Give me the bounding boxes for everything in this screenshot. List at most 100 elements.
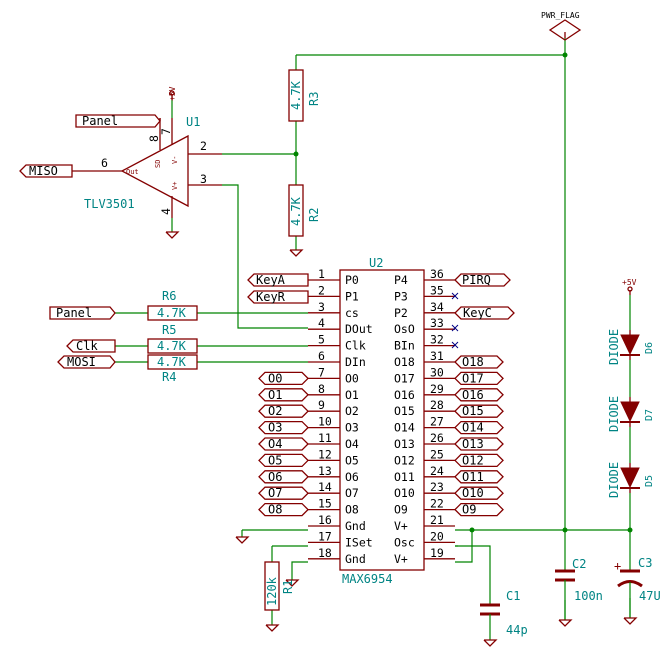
u2-pin-name-left: O6 (345, 470, 359, 484)
resistor-r2: 4.7K R2 (288, 184, 321, 237)
bidir-net-label (258, 404, 309, 418)
u2-pin-number-right: 28 (430, 398, 444, 412)
u1-pin6: 6 (101, 156, 108, 170)
ground-pin18 (285, 579, 300, 587)
bidir-net-label (258, 453, 309, 468)
u2-pin-number-left: 9 (318, 398, 325, 412)
u2-pin-number-left: 13 (318, 464, 332, 478)
u2-pin-number-right: 27 (430, 415, 444, 429)
u2-pin-number-left: 7 (318, 365, 325, 379)
u2-pin-name-left: ISet (345, 535, 373, 549)
u2-pin-name-left: DIn (345, 355, 366, 369)
pirq-text: PIRQ (462, 273, 491, 287)
panel-2-text: Panel (56, 306, 92, 320)
u1-pin3: 3 (200, 172, 207, 186)
u2-pin-number-left: 11 (318, 431, 332, 445)
c3-value: 47U (639, 589, 661, 603)
u2-pin-number-left: 6 (318, 349, 325, 363)
bidir-net-label (454, 404, 504, 418)
u1-value: TLV3501 (84, 197, 135, 211)
diode-value: DIODE (607, 462, 621, 498)
bidir-net-label-text: O9 (462, 503, 476, 517)
bidir-net-label (454, 437, 504, 451)
r6-ref: R6 (162, 289, 176, 303)
bidir-net-label (258, 371, 309, 386)
capacitor-c3: + C3 47U (614, 556, 661, 625)
u2-pin-name-right: Osc (394, 535, 415, 549)
u2-pin-name-right: O10 (394, 486, 415, 500)
r3-ref: R3 (307, 92, 321, 106)
bidir-net-label-text: O7 (268, 486, 282, 500)
net-label-pirq: PIRQ (454, 273, 511, 287)
bidir-net-label (454, 502, 504, 517)
diode-value: DIODE (607, 396, 621, 432)
bidir-net-label (454, 355, 504, 369)
bidir-net-label-text: O13 (462, 437, 484, 451)
u2-pin-name-right: O18 (394, 355, 415, 369)
clk-text: Clk (76, 339, 98, 353)
u2-pin-number-right: 24 (430, 464, 444, 478)
ground-r2 (289, 249, 304, 257)
u1-pin-sd: SD (154, 160, 162, 168)
u2-pin-number-left: 15 (318, 497, 332, 511)
bidir-net-label (258, 470, 309, 484)
u2-pin-number-right: 22 (430, 497, 444, 511)
bidir-net-label (454, 388, 504, 402)
net-label-panel-2: Panel (49, 306, 116, 320)
u2-pin-number-right: 30 (430, 365, 444, 379)
u2-pin-name-left: P1 (345, 289, 359, 303)
c1-value: 44p (506, 623, 528, 637)
u1-pin8: 8 (147, 135, 161, 142)
u2-pin-number-left: 2 (318, 283, 325, 297)
u2-right-pins: 36P435P334P233OsO32BIn31O1830O1729O1628O… (394, 267, 455, 566)
u2-pin-name-left: DOut (345, 322, 373, 336)
u2-pin-number-right: 31 (430, 349, 444, 363)
svg-text:+: + (614, 559, 621, 573)
r4-ref: R4 (162, 370, 176, 384)
bidir-net-label-text: O6 (268, 470, 282, 484)
u1-pin4: 4 (159, 208, 173, 215)
keya-text: KeyA (256, 273, 286, 287)
r2-value: 4.7K (289, 196, 303, 226)
u2-pin-name-right: O15 (394, 404, 415, 418)
resistor-r3: 4.7K R3 (288, 69, 321, 122)
u2-pin-name-left: O7 (345, 486, 359, 500)
u2-pin-name-right: O16 (394, 388, 415, 402)
u2-pin-number-right: 29 (430, 382, 444, 396)
r5-value: 4.7K (157, 339, 187, 353)
c2-ref: C2 (572, 557, 586, 571)
u2-pin-number-right: 33 (430, 316, 444, 330)
bidir-net-label-text: O8 (268, 503, 282, 517)
ground-u1 (165, 231, 180, 239)
bidir-net-label (454, 486, 504, 500)
capacitor-c1: C1 44p (480, 589, 528, 647)
u2-pin-name-right: O17 (394, 371, 415, 385)
power-5v-u1-label: +5V (168, 86, 177, 101)
net-label-panel-1: Panel (75, 114, 161, 128)
bidir-net-label-text: O17 (462, 371, 484, 385)
bidir-net-label (454, 453, 504, 468)
power-5v-diodes-label: +5V (622, 278, 637, 287)
r6-value: 4.7K (157, 306, 187, 320)
u2-pin-number-left: 3 (318, 300, 325, 314)
mosi-text: MOSI (67, 355, 96, 369)
r5-ref: R5 (162, 323, 176, 337)
u1-pin-vp: V+ (171, 182, 179, 190)
bidir-net-label (258, 420, 309, 435)
u2-pin-name-right: V+ (394, 552, 408, 566)
u2-pin-number-right: 34 (430, 300, 444, 314)
u2-pin-name-right: P3 (394, 289, 408, 303)
u2-pin-name-right: P4 (394, 273, 408, 287)
r4-value: 4.7K (157, 355, 187, 369)
diode-ref: D5 (644, 475, 655, 487)
u2-pin-number-left: 18 (318, 546, 332, 560)
power-5v-u1: +5V (168, 86, 177, 101)
u2-pin-name-right: OsO (394, 322, 415, 336)
bidir-net-label-text: O11 (462, 470, 484, 484)
wires (115, 38, 631, 625)
bidir-net-label-text: O12 (462, 453, 484, 467)
